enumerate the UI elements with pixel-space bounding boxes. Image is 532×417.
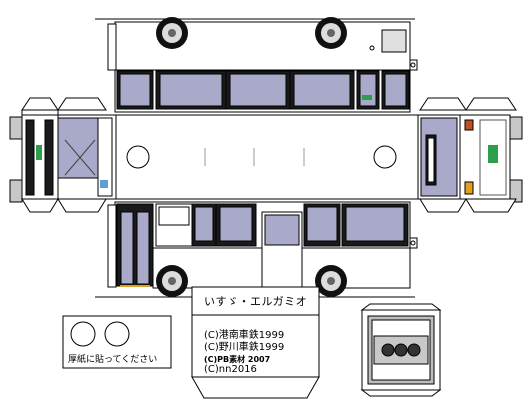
destination-sign-side [362,95,372,100]
destination-sign-rear [36,145,42,160]
credit-line-3: (C)PB素材 2007 [204,355,271,364]
backing-instruction: 厚紙に貼ってください [68,355,158,365]
credit-line-1: (C)港南車鉄1999 [204,330,285,341]
destination-sign-front [488,145,498,163]
mirror-rear-left [9,116,23,140]
wheel-icon [156,265,188,297]
bus-rear-panel [9,97,117,213]
model-name: いすゞ・エルガミオ [204,295,308,308]
wheel-icon [315,17,347,49]
wheel-icon [315,265,347,297]
fuel-cap [369,45,375,51]
bus-roof [114,114,419,200]
credit-line-2: (C)野川車鉄1999 [204,342,285,353]
side-lamp [410,62,416,68]
accessibility-mark [100,180,108,188]
bus-front-panel [417,97,523,213]
mirror-front [509,116,523,140]
credit-line-4: (C)nn2016 [204,364,257,375]
bus-side-top [107,21,418,113]
bus-side-bottom [107,201,418,293]
wheel-icon [156,17,188,49]
headlight-icon [394,343,408,357]
roof-vent-rear [126,145,150,169]
tail-lamp-icon [464,119,474,131]
rear-window [57,117,99,179]
headlight-icon [381,343,395,357]
backing-circle-1 [70,321,96,347]
backing-card [62,315,172,369]
backing-circle-2 [104,321,130,347]
headlight-icon [407,343,421,357]
floor-tab [191,286,320,399]
bumper-piece [360,303,442,397]
roof-vent-front [373,145,397,169]
tail-lamp-icon [464,181,474,195]
engine-grille [381,29,407,53]
